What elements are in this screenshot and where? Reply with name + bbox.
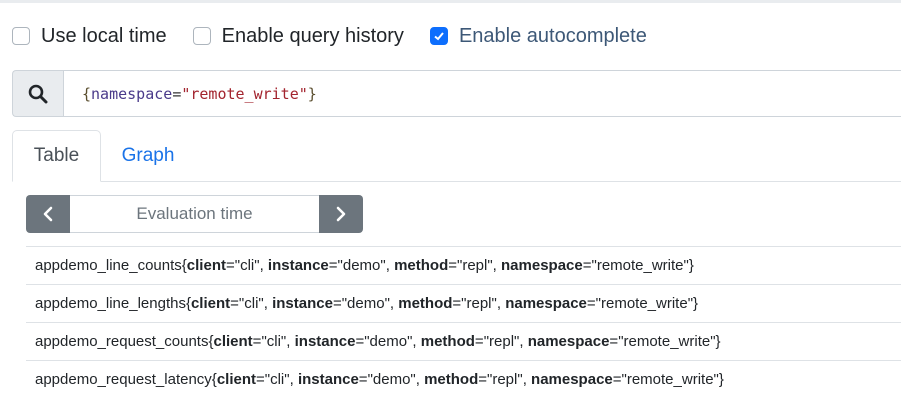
label-key: client [190, 295, 231, 312]
label-value: "remote_write" [618, 333, 716, 350]
query-operator: = [172, 84, 182, 103]
table-row: appdemo_line_lengths{client="cli", insta… [26, 284, 901, 322]
label-key: namespace [501, 257, 583, 274]
results-table: appdemo_line_counts{client="cli", instan… [26, 246, 901, 398]
label-value: "demo" [341, 295, 390, 312]
label-key: instance [297, 371, 359, 388]
metric-name: appdemo_request_latency [35, 371, 212, 388]
evaluation-time-control: Evaluation time [26, 195, 363, 233]
query-open-brace: { [82, 84, 92, 103]
use-local-time-checkbox[interactable] [12, 27, 30, 45]
label-key: method [424, 371, 479, 388]
enable-autocomplete-label: Enable autocomplete [458, 24, 647, 47]
search-icon [28, 84, 48, 103]
label-key: instance [267, 257, 329, 274]
label-value: "remote_write" [591, 257, 689, 274]
label-key: method [398, 295, 453, 312]
label-value: "repl" [461, 295, 497, 312]
next-time-button[interactable] [319, 195, 363, 233]
label-value: "cli" [234, 257, 260, 274]
label-key: client [186, 257, 226, 274]
chevron-left-icon [43, 206, 53, 222]
label-key: namespace [531, 371, 613, 388]
label-key: client [213, 333, 253, 350]
label-value: "demo" [337, 257, 386, 274]
chevron-right-icon [336, 206, 346, 222]
metric-name: appdemo_request_counts [35, 333, 209, 350]
label-key: method [394, 257, 449, 274]
options-row: Use local time Enable query history Enab… [12, 24, 673, 48]
label-value: "demo" [364, 333, 413, 350]
enable-autocomplete-option[interactable]: Enable autocomplete [429, 24, 647, 48]
query-label-name: namespace [91, 84, 173, 103]
check-icon [434, 32, 444, 41]
tabs-divider [100, 181, 901, 182]
label-value: "cli" [264, 371, 290, 388]
enable-query-history-label: Enable query history [221, 24, 404, 47]
search-button[interactable] [12, 70, 63, 117]
label-key: client [216, 371, 256, 388]
enable-query-history-checkbox[interactable] [192, 27, 211, 45]
label-key: instance [272, 295, 333, 312]
query-bar: {namespace="remote_write"} [12, 70, 901, 117]
label-key: method [420, 333, 475, 350]
previous-time-button[interactable] [26, 195, 70, 233]
label-value: "cli" [261, 333, 287, 350]
tab-table[interactable]: Table [12, 130, 101, 182]
enable-query-history-option[interactable]: Enable query history [192, 24, 404, 48]
query-close-brace: } [307, 84, 317, 103]
query-expression-input[interactable]: {namespace="remote_write"} [63, 70, 901, 117]
evaluation-time-input[interactable]: Evaluation time [70, 195, 319, 233]
query-label-value: "remote_write" [181, 84, 308, 103]
enable-autocomplete-checkbox[interactable] [429, 27, 448, 45]
metric-name: appdemo_line_counts [35, 257, 182, 274]
label-key: namespace [505, 295, 587, 312]
use-local-time-option[interactable]: Use local time [12, 25, 167, 48]
table-row: appdemo_request_counts{client="cli", ins… [26, 322, 901, 360]
label-value: "remote_write" [595, 295, 694, 312]
label-value: "repl" [487, 371, 523, 388]
use-local-time-label: Use local time [41, 24, 167, 47]
label-value: "cli" [238, 295, 264, 312]
label-value: "repl" [457, 257, 493, 274]
label-value: "repl" [483, 333, 520, 350]
label-key: namespace [527, 333, 610, 350]
top-divider [0, 0, 901, 3]
table-row: appdemo_request_latency{client="cli", in… [26, 360, 901, 398]
label-key: instance [294, 333, 356, 350]
table-row: appdemo_line_counts{client="cli", instan… [26, 246, 901, 284]
tab-graph[interactable]: Graph [121, 145, 175, 166]
metric-name: appdemo_line_lengths [35, 295, 186, 312]
label-value: "demo" [367, 371, 416, 388]
view-tabs: Table Graph [12, 130, 901, 182]
label-value: "remote_write" [621, 371, 719, 388]
